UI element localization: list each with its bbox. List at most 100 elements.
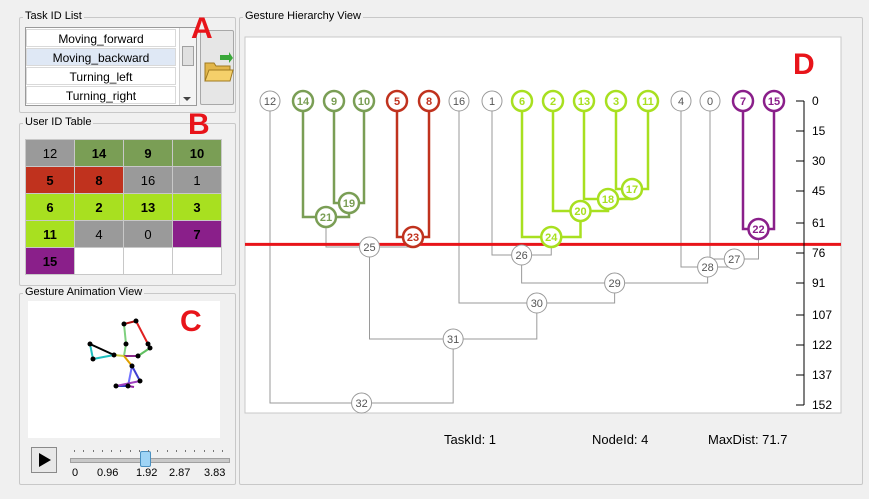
task-item[interactable]: Turning_left: [26, 67, 176, 85]
max-dist-readout: MaxDist: 71.7: [708, 432, 788, 447]
leaf-node[interactable]: 14: [291, 89, 315, 113]
user-cell[interactable]: 15: [25, 247, 75, 275]
slider-tick: [74, 450, 75, 452]
user-cell[interactable]: [123, 247, 173, 275]
user-cell[interactable]: 2: [74, 193, 124, 221]
slider-tick: [83, 450, 85, 452]
svg-text:6: 6: [519, 96, 525, 108]
user-cell[interactable]: 8: [74, 166, 124, 194]
node-id-readout: NodeId: 4: [592, 432, 649, 447]
task-list[interactable]: Moving_forward Moving_backward Turning_l…: [25, 27, 197, 106]
leaf-node[interactable]: 16: [448, 90, 470, 112]
svg-text:9: 9: [331, 96, 337, 108]
user-table-panel: [19, 123, 236, 286]
leaf-node[interactable]: 3: [604, 89, 628, 113]
leaf-node[interactable]: 11: [636, 89, 660, 113]
svg-text:0: 0: [707, 96, 713, 108]
slider-tick-label: 2.87: [169, 467, 191, 479]
leaf-node[interactable]: 6: [510, 89, 534, 113]
leaf-node[interactable]: 1: [481, 90, 503, 112]
leaf-node[interactable]: 7: [731, 89, 755, 113]
leaf-node[interactable]: 2: [541, 89, 565, 113]
leaf-node[interactable]: 0: [699, 90, 721, 112]
cluster-node[interactable]: 20: [569, 199, 592, 223]
user-cell[interactable]: 3: [172, 193, 222, 221]
leaf-node[interactable]: 8: [417, 89, 441, 113]
task-item[interactable]: Moving_backward: [26, 48, 176, 66]
cluster-node[interactable]: 18: [596, 187, 620, 211]
cluster-node[interactable]: 17: [620, 177, 644, 201]
cluster-node[interactable]: 32: [351, 392, 373, 414]
cluster-node[interactable]: 22: [747, 217, 770, 241]
user-cell[interactable]: 13: [123, 193, 173, 221]
user-cell[interactable]: 10: [172, 139, 222, 167]
cluster-node[interactable]: 27: [723, 248, 745, 270]
task-id-readout: TaskId: 1: [444, 432, 497, 447]
user-cell[interactable]: 16: [123, 166, 173, 194]
cluster-node[interactable]: 19: [337, 191, 361, 215]
user-cell[interactable]: 6: [25, 193, 75, 221]
slider-tick: [111, 450, 112, 452]
gesture-animation-canvas: [28, 301, 220, 438]
leaf-node[interactable]: 5: [385, 89, 409, 113]
svg-text:30: 30: [531, 298, 543, 310]
user-cell[interactable]: 9: [123, 139, 173, 167]
cluster-node[interactable]: 28: [697, 256, 719, 278]
dendrogram-link: [453, 303, 538, 340]
cluster-node[interactable]: 25: [359, 236, 380, 258]
leaf-node[interactable]: 13: [572, 89, 596, 113]
user-cell[interactable]: 5: [25, 166, 75, 194]
task-list-panel: [19, 17, 236, 113]
label-b: B: [188, 108, 210, 141]
axis-tick-label: 15: [812, 124, 826, 138]
user-cell[interactable]: 11: [25, 220, 75, 248]
user-cell[interactable]: 12: [25, 139, 75, 167]
task-item[interactable]: Turning_right: [26, 86, 176, 104]
user-cell[interactable]: [172, 247, 222, 275]
svg-text:26: 26: [516, 250, 528, 262]
user-cell[interactable]: 14: [74, 139, 124, 167]
svg-text:8: 8: [426, 96, 432, 108]
leaf-node[interactable]: 10: [352, 89, 376, 113]
svg-text:22: 22: [752, 224, 764, 236]
slider-tick: [157, 450, 159, 452]
svg-text:12: 12: [264, 96, 276, 108]
user-cell[interactable]: 4: [74, 220, 124, 248]
play-button[interactable]: [31, 447, 57, 473]
svg-text:10: 10: [358, 96, 370, 108]
scroll-down-arrow-icon[interactable]: [183, 97, 191, 101]
axis-tick-label: 61: [812, 216, 826, 230]
user-cell[interactable]: 0: [123, 220, 173, 248]
svg-text:13: 13: [578, 96, 590, 108]
user-cell[interactable]: [74, 247, 124, 275]
leaf-node[interactable]: 9: [322, 89, 346, 113]
cluster-node[interactable]: 23: [401, 225, 425, 249]
leaf-node[interactable]: 15: [762, 89, 786, 113]
cluster-node[interactable]: 31: [442, 328, 464, 350]
open-folder-button[interactable]: [200, 30, 234, 105]
user-cell[interactable]: 7: [172, 220, 222, 248]
cluster-node[interactable]: 24: [540, 225, 563, 249]
cluster-node[interactable]: 21: [314, 205, 338, 229]
svg-text:4: 4: [678, 96, 684, 108]
animation-title: Gesture Animation View: [23, 286, 145, 298]
svg-text:32: 32: [355, 398, 367, 410]
slider-handle[interactable]: [140, 451, 152, 467]
slider-tick: [166, 450, 168, 452]
svg-text:28: 28: [702, 262, 714, 274]
leaf-node[interactable]: 12: [259, 90, 281, 112]
leaf-node[interactable]: 4: [670, 90, 692, 112]
task-list-scrollbar[interactable]: [179, 28, 196, 105]
axis-tick-label: 45: [812, 184, 826, 198]
task-item[interactable]: Moving_forward: [26, 29, 176, 47]
axis-tick-label: 152: [812, 398, 832, 412]
cluster-node[interactable]: 30: [526, 292, 548, 314]
slider-tick: [185, 450, 186, 452]
cluster-node[interactable]: 26: [511, 244, 533, 266]
cluster-node[interactable]: 29: [604, 272, 626, 294]
scroll-thumb[interactable]: [182, 46, 194, 66]
user-cell[interactable]: 1: [172, 166, 222, 194]
axis-tick-label: 76: [812, 246, 826, 260]
